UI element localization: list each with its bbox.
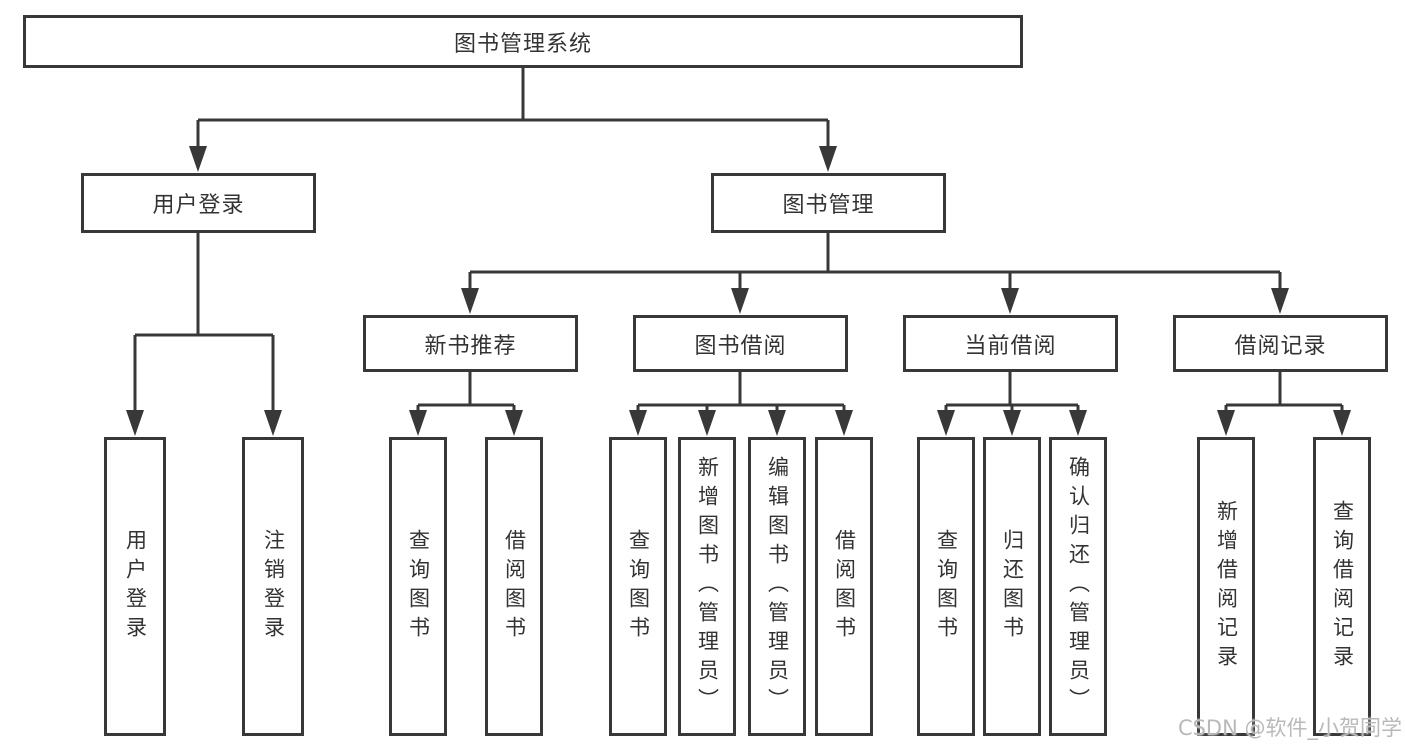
node-label: 查询图书 bbox=[406, 528, 431, 645]
node-user-login-branch: 用户登录 bbox=[81, 173, 316, 233]
node-label: 借阅图书 bbox=[832, 528, 857, 645]
leaf-borrow-books-recommend: 借阅图书 bbox=[485, 437, 543, 736]
node-book-management-branch: 图书管理 bbox=[711, 173, 946, 233]
leaf-add-borrow-record: 新增借阅记录 bbox=[1197, 437, 1255, 736]
node-book-borrowing: 图书借阅 bbox=[633, 315, 848, 372]
leaf-confirm-return-admin: 确认归还（管理员） bbox=[1049, 437, 1107, 736]
node-label: 新增借阅记录 bbox=[1214, 499, 1239, 674]
leaf-query-books-recommend: 查询图书 bbox=[389, 437, 447, 736]
node-current-borrowing: 当前借阅 bbox=[903, 315, 1118, 372]
arrowheads bbox=[126, 146, 1351, 436]
node-label: 新增图书（管理员） bbox=[695, 456, 720, 717]
node-label: 用户登录 bbox=[152, 193, 245, 218]
node-label: 图书管理 bbox=[782, 193, 875, 218]
node-label: 当前借阅 bbox=[964, 333, 1057, 359]
node-label: 用户登录 bbox=[123, 528, 148, 645]
leaf-borrow-books: 借阅图书 bbox=[815, 437, 873, 736]
node-library-management-system: 图书管理系统 bbox=[23, 15, 1023, 68]
node-label: 归还图书 bbox=[1000, 528, 1025, 645]
node-label: 借阅记录 bbox=[1234, 333, 1327, 359]
node-label: 图书管理系统 bbox=[453, 31, 592, 57]
leaf-query-books-current: 查询图书 bbox=[917, 437, 975, 736]
node-borrowing-records: 借阅记录 bbox=[1173, 315, 1388, 372]
leaf-edit-book-admin: 编辑图书（管理员） bbox=[748, 437, 806, 736]
leaf-add-book-admin: 新增图书（管理员） bbox=[678, 437, 736, 736]
node-label: 查询图书 bbox=[934, 528, 959, 645]
node-label: 查询图书 bbox=[626, 528, 651, 645]
node-label: 编辑图书（管理员） bbox=[765, 456, 790, 717]
node-new-book-recommendation: 新书推荐 bbox=[363, 315, 578, 372]
node-label: 新书推荐 bbox=[424, 333, 517, 359]
leaf-return-book: 归还图书 bbox=[983, 437, 1041, 736]
node-label: 确认归还（管理员） bbox=[1066, 456, 1091, 717]
node-label: 注销登录 bbox=[261, 528, 286, 645]
node-label: 借阅图书 bbox=[502, 528, 527, 645]
node-label: 查询借阅记录 bbox=[1330, 499, 1355, 674]
leaf-user-login: 用户登录 bbox=[104, 437, 166, 736]
leaf-query-borrow-record: 查询借阅记录 bbox=[1313, 437, 1371, 736]
leaf-query-books-borrow: 查询图书 bbox=[609, 437, 667, 736]
node-label: 图书借阅 bbox=[694, 333, 787, 359]
leaf-logout: 注销登录 bbox=[242, 437, 304, 736]
